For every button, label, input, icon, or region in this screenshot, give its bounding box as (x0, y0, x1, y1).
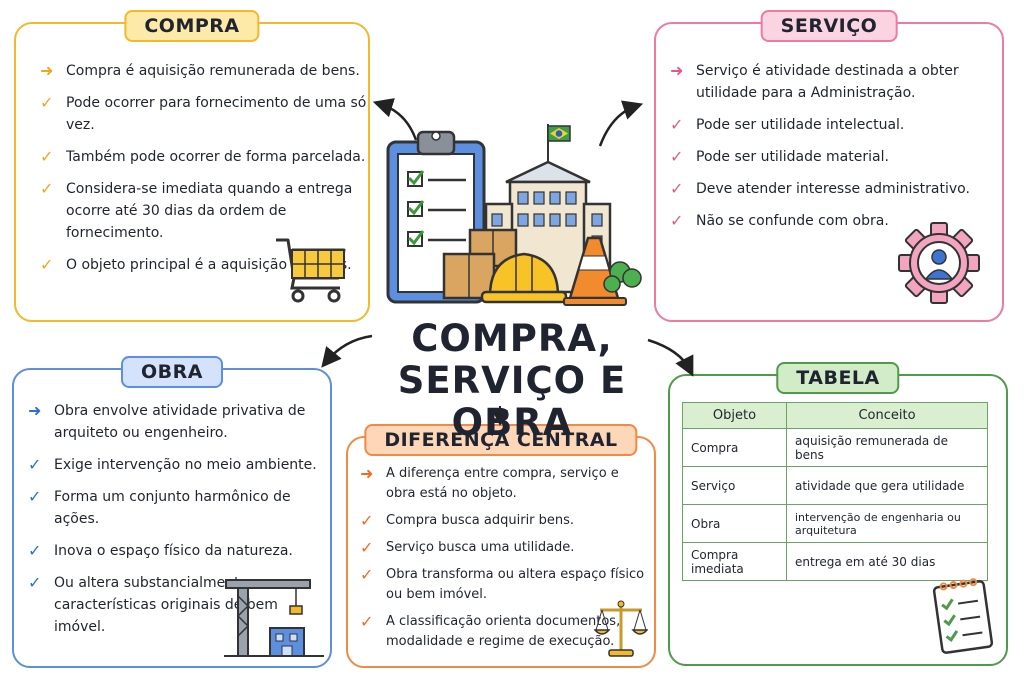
list-item: ➜Serviço é atividade destinada a obter u… (670, 61, 959, 101)
list-item: ✓O objeto principal é a aquisição de ben… (40, 255, 352, 274)
list-item: ✓Pode ser utilidade material. (670, 147, 889, 166)
central-illustration (386, 124, 642, 306)
check-icon: ✓ (360, 538, 374, 557)
diferenca-card: DIFERENÇA CENTRAL ➜A diferença entre com… (346, 424, 656, 668)
check-icon: ✓ (360, 565, 374, 584)
obra-list: ➜Obra envolve atividade privativa de arq… (28, 400, 328, 648)
list-item: ✓Compra busca adquirir bens. (360, 511, 575, 530)
check-icon: ✓ (40, 255, 54, 274)
hard-hat-icon (480, 252, 568, 304)
list-item: ✓Deve atender interesse administrativo. (670, 179, 970, 198)
table-header-row: Objeto Conceito (682, 402, 988, 429)
table-cell: Compra (682, 428, 787, 467)
list-item: ✓A classificação orienta documentos, mod… (360, 612, 621, 649)
compra-card: COMPRA ➜Compra é aquisição remunerada de… (14, 10, 370, 322)
compra-list: ➜Compra é aquisição remunerada de bens. … (40, 60, 370, 286)
arrow-icon: ➜ (40, 61, 54, 80)
table-header: Objeto (682, 402, 787, 429)
scales-icon (594, 600, 648, 657)
list-item: ✓Ou altera substancialmente as caracterí… (28, 573, 278, 635)
list-item: ✓Pode ser utilidade intelectual. (670, 115, 905, 134)
arrow-icon: ➜ (360, 464, 374, 483)
check-icon: ✓ (670, 115, 684, 134)
table-cell: Compra imediata (682, 542, 787, 581)
table-cell: entrega em até 30 dias (786, 542, 988, 581)
check-icon: ✓ (670, 211, 684, 230)
list-item: ✓Serviço busca uma utilidade. (360, 538, 575, 557)
arrow-to-servico (598, 100, 644, 147)
arrow-to-tabela (647, 338, 694, 377)
servico-list: ➜Serviço é atividade destinada a obter u… (670, 60, 1000, 242)
check-icon: ✓ (670, 147, 684, 166)
list-item: ✓Não se confunde com obra. (670, 211, 889, 230)
compra-title: COMPRA (124, 10, 260, 42)
check-icon: ✓ (40, 147, 54, 166)
list-item: ➜Compra é aquisição remunerada de bens. (40, 61, 360, 80)
check-icon: ✓ (40, 179, 54, 198)
list-item: ➜Obra envolve atividade privativa de arq… (28, 401, 306, 441)
checklist-notepad-icon (932, 578, 994, 654)
check-icon: ✓ (360, 612, 374, 631)
main-title-line2: SERVIÇO E OBRA (397, 359, 627, 444)
check-icon: ✓ (360, 511, 374, 530)
list-item: ✓Considera-se imediata quando a entrega … (40, 179, 353, 241)
arrow-to-compra (372, 98, 418, 141)
bush-icon (603, 261, 642, 293)
check-icon: ✓ (40, 93, 54, 112)
table-cell: Obra (682, 504, 787, 543)
main-title-line1: COMPRA, (411, 317, 613, 360)
main-title: COMPRA, SERVIÇO E OBRA (384, 318, 640, 444)
gear-user-icon (898, 222, 980, 304)
obra-card: OBRA ➜Obra envolve atividade privativa d… (12, 356, 332, 668)
arrow-icon: ➜ (28, 401, 42, 420)
list-item: ✓Inova o espaço físico da natureza. (28, 541, 293, 560)
table-header: Conceito (786, 402, 988, 429)
table-cell: Serviço (682, 466, 787, 505)
crane-icon (224, 579, 324, 657)
list-item: ➜A diferença entre compra, serviço e obr… (360, 464, 619, 501)
check-icon: ✓ (670, 179, 684, 198)
tabela-title: TABELA (776, 362, 900, 394)
check-icon: ✓ (28, 487, 42, 506)
table-cell: atividade que gera utilidade (786, 466, 988, 505)
list-item: ✓Também pode ocorrer de forma parcelada. (40, 147, 366, 166)
diferenca-list: ➜A diferença entre compra, serviço e obr… (360, 464, 650, 659)
list-item: ✓Forma um conjunto harmônico de ações. (28, 487, 291, 527)
list-item: ✓Obra transforma ou altera espaço físico… (360, 565, 645, 602)
arrow-icon: ➜ (670, 61, 684, 80)
cardboard-boxes-icon (442, 228, 518, 300)
servico-title: SERVIÇO (760, 10, 898, 42)
list-item: ✓Pode ocorrer para fornecimento de uma s… (40, 93, 367, 133)
check-icon: ✓ (28, 541, 42, 560)
shopping-cart-icon (276, 238, 346, 303)
obra-title: OBRA (121, 356, 223, 388)
check-icon: ✓ (28, 455, 42, 474)
check-icon: ✓ (28, 573, 42, 592)
servico-card: SERVIÇO ➜Serviço é atividade destinada a… (654, 10, 1004, 322)
list-item: ✓Exige intervenção no meio ambiente. (28, 455, 317, 474)
arrow-to-obra (321, 334, 373, 368)
